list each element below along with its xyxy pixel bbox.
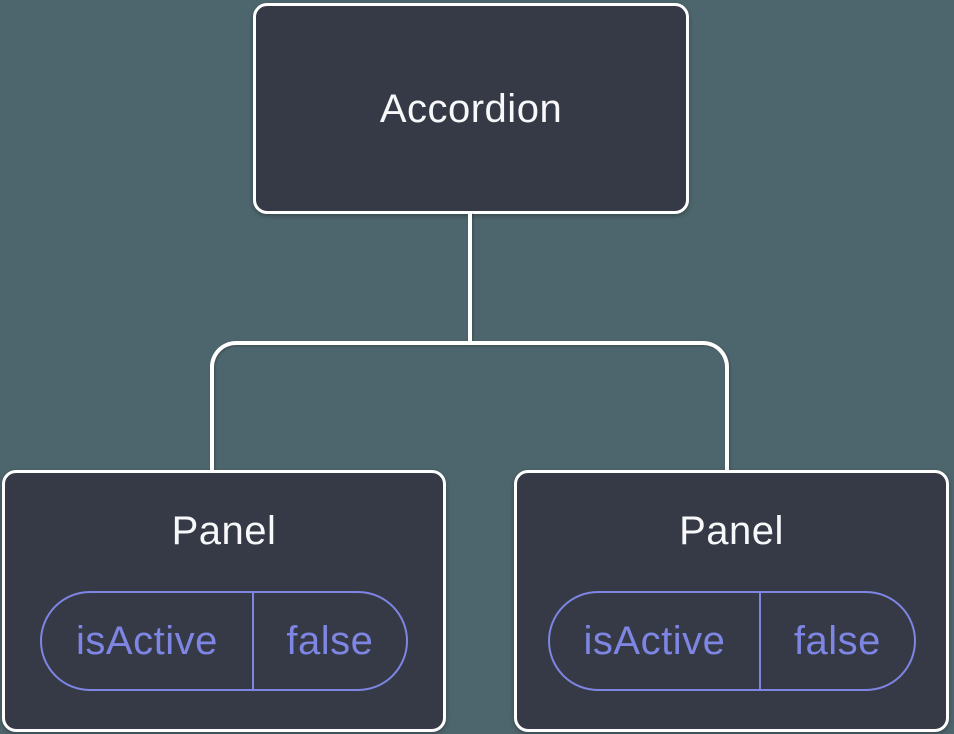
state-value: false [793,618,881,663]
state-value: false [286,618,374,663]
node-panel-left: Panel isActive false [2,470,446,732]
state-key: isActive [42,593,254,689]
node-panel-right-label: Panel [679,509,784,553]
state-pill-right: isActive false [547,591,916,691]
node-accordion-label: Accordion [379,86,563,131]
node-panel-left-label: Panel [171,509,277,553]
node-accordion: Accordion [253,3,689,214]
state-pill-left: isActive false [40,591,408,691]
connector-branch [210,341,729,470]
state-key: isActive [550,593,762,689]
node-panel-right: Panel isActive false [514,470,949,732]
connector-stem [468,212,472,343]
